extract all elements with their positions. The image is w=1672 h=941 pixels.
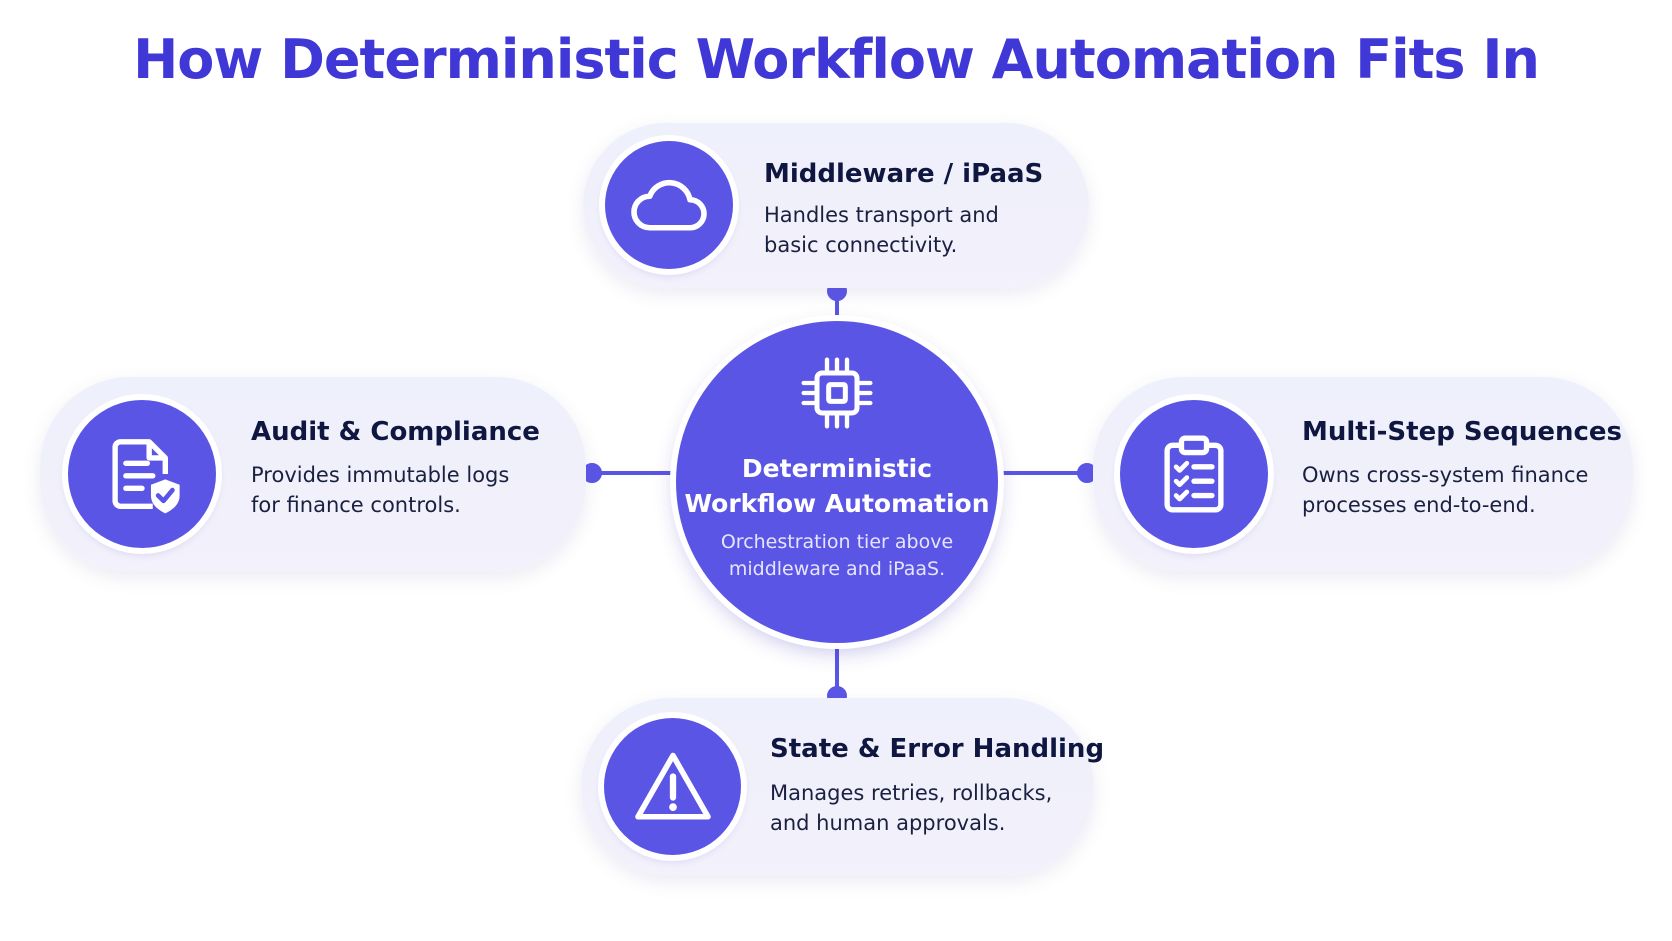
multi-step-card: Multi-Step Sequences Owns cross-system f… bbox=[1093, 377, 1633, 572]
multi-step-description: Owns cross-system finance processes end-… bbox=[1302, 463, 1589, 517]
middleware-description: Handles transport and basic connectivity… bbox=[764, 203, 999, 257]
middleware-ipaas-card: Middleware / iPaaS Handles transport and… bbox=[583, 123, 1089, 288]
multi-step-icon-circle bbox=[1120, 400, 1268, 548]
middleware-label: Middleware / iPaaS bbox=[764, 159, 1044, 189]
audit-compliance-card: Audit & Compliance Provides immutable lo… bbox=[40, 377, 586, 572]
diagram-title: How Deterministic Workflow Automation Fi… bbox=[133, 28, 1540, 91]
multi-step-label: Multi-Step Sequences bbox=[1302, 417, 1623, 447]
state-error-label: State & Error Handling bbox=[770, 734, 1105, 764]
state-error-icon-circle bbox=[604, 718, 741, 855]
connector-left-dot bbox=[582, 463, 602, 483]
audit-description: Provides immutable logs for finance cont… bbox=[251, 463, 510, 517]
clipboard-checklist-icon bbox=[1164, 435, 1224, 513]
audit-label: Audit & Compliance bbox=[251, 417, 540, 447]
middleware-icon-circle bbox=[605, 141, 733, 269]
audit-icon-circle bbox=[68, 400, 216, 548]
cpu-chip-icon bbox=[801, 357, 873, 429]
warning-triangle-icon bbox=[634, 752, 711, 820]
hub-title: Deterministic Workflow Automation bbox=[684, 454, 990, 518]
hub-description: Orchestration tier above middleware and … bbox=[720, 531, 954, 580]
central-hub: Deterministic Workflow Automation Orches… bbox=[676, 321, 998, 643]
state-error-card: State & Error Handling Manages retries, … bbox=[581, 698, 1104, 876]
cloud-icon bbox=[631, 179, 707, 231]
document-shield-icon bbox=[112, 439, 180, 514]
state-error-description: Manages retries, rollbacks, and human ap… bbox=[770, 781, 1053, 835]
